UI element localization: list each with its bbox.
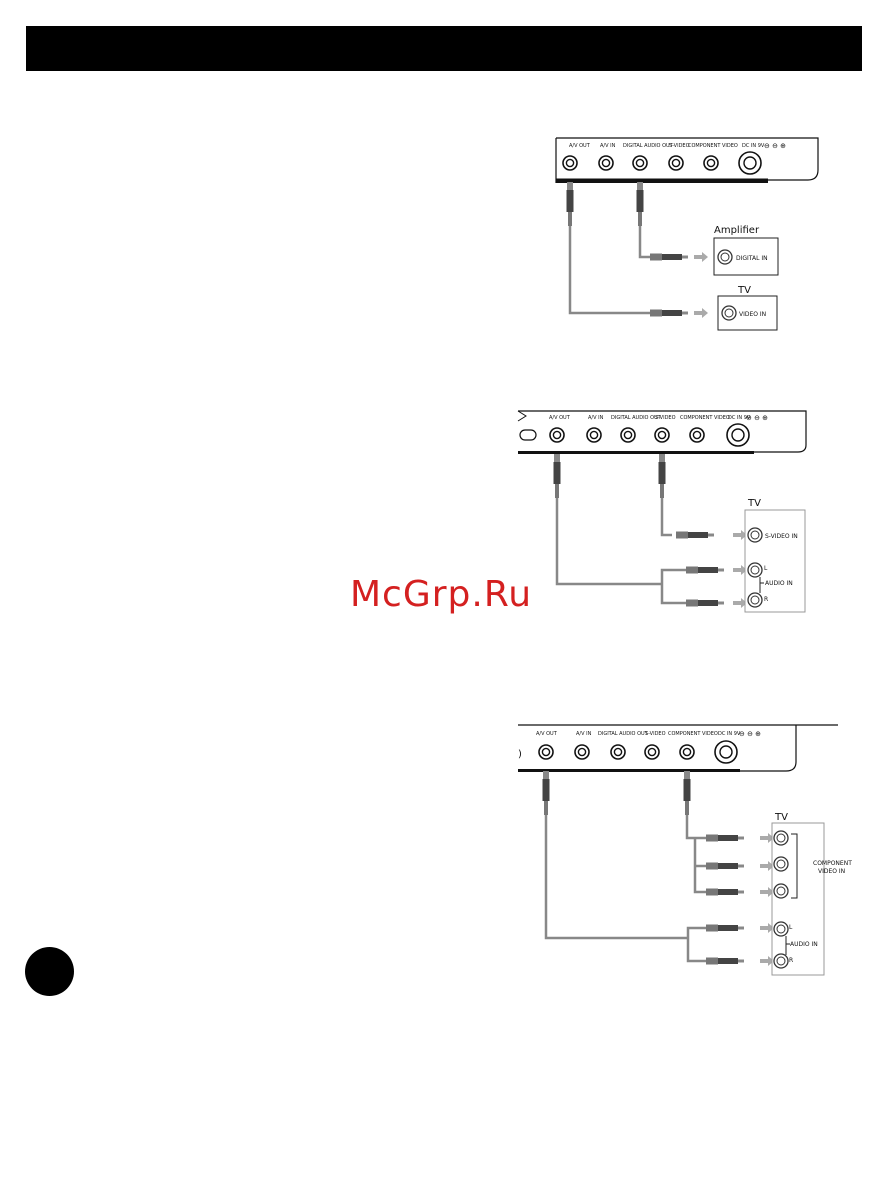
tv-label: TV <box>737 285 751 296</box>
right-label: R <box>789 957 793 964</box>
diagram-2: A/V OUT A/V IN DIGITAL AUDIO OUT S-VIDEO… <box>517 410 807 613</box>
audio-in-label: AUDIO IN <box>765 580 793 587</box>
port-label: DIGITAL AUDIO OUT <box>623 143 674 149</box>
svg-text:⊖ ⊖ ⊕: ⊖ ⊖ ⊕ <box>739 730 761 738</box>
tv-box <box>771 822 825 976</box>
port-label: A/V IN <box>576 731 592 737</box>
av-in-jack <box>598 155 614 171</box>
component-jack <box>703 155 719 171</box>
port-label: A/V OUT <box>549 415 571 421</box>
port-label: DC IN 9V <box>742 143 765 149</box>
port-label: A/V OUT <box>569 143 591 149</box>
svideo-cable <box>660 498 672 537</box>
port-label: COMPONENT VIDEO <box>668 731 718 737</box>
audio-in-label: AUDIO IN <box>790 941 818 948</box>
port-label: COMPONENT VIDEO <box>680 415 730 421</box>
port-label: S-VIDEO <box>669 143 690 149</box>
arrow-icon <box>694 308 708 318</box>
port-label: S-VIDEO <box>655 415 676 421</box>
port-label: DC IN 9V <box>718 731 741 737</box>
page-badge <box>25 947 74 996</box>
arrow-icon <box>694 252 708 262</box>
video-in-label: VIDEO IN <box>739 311 766 318</box>
left-label: L <box>789 924 793 931</box>
watermark: McGrp.Ru <box>350 574 533 615</box>
diagram-1: A/V OUT A/V IN DIGITAL AUDIO OUT S-VIDEO… <box>555 137 819 331</box>
port-label: DC IN 9V <box>728 415 751 421</box>
port-label: COMPONENT VIDEO <box>688 143 738 149</box>
svg-text:⊖ ⊖ ⊕: ⊖ ⊖ ⊕ <box>746 414 768 422</box>
amplifier-label: Amplifier <box>714 225 760 236</box>
port-label: A/V IN <box>600 143 616 149</box>
left-label: L <box>764 565 768 572</box>
component-video-in-label-1: COMPONENT <box>813 860 852 867</box>
right-label: R <box>764 596 768 603</box>
digital-out-jack <box>632 155 648 171</box>
audio-cable <box>555 498 672 605</box>
audio-cable <box>544 815 706 963</box>
av-out-jack <box>562 155 578 171</box>
port-label: S-VIDEO <box>645 731 666 737</box>
device-panel-outline-1 <box>556 137 819 181</box>
digital-cable <box>638 226 650 259</box>
device-panel-outline-3 <box>518 724 838 772</box>
port-label: DIGITAL AUDIO OUT <box>598 731 649 737</box>
tv-label: TV <box>774 812 788 823</box>
video-cable <box>568 226 650 315</box>
component-cable <box>685 815 706 894</box>
digital-in-label: DIGITAL IN <box>736 255 768 262</box>
svideo-jack <box>668 155 684 171</box>
port-label: DIGITAL AUDIO OUT <box>611 415 662 421</box>
component-video-in-label-2: VIDEO IN <box>818 868 845 875</box>
svg-text:): ) <box>518 749 522 760</box>
header-bar <box>26 26 862 71</box>
device-panel-outline-2 <box>518 410 807 453</box>
port-label: A/V OUT <box>536 731 558 737</box>
svideo-in-label: S-VIDEO IN <box>765 533 798 540</box>
svg-text:⊖ ⊖ ⊕: ⊖ ⊖ ⊕ <box>764 142 786 150</box>
port-label: A/V IN <box>588 415 604 421</box>
tv-label: TV <box>747 498 761 509</box>
diagram-3: A/V OUT A/V IN DIGITAL AUDIO OUT S-VIDEO… <box>518 724 852 976</box>
